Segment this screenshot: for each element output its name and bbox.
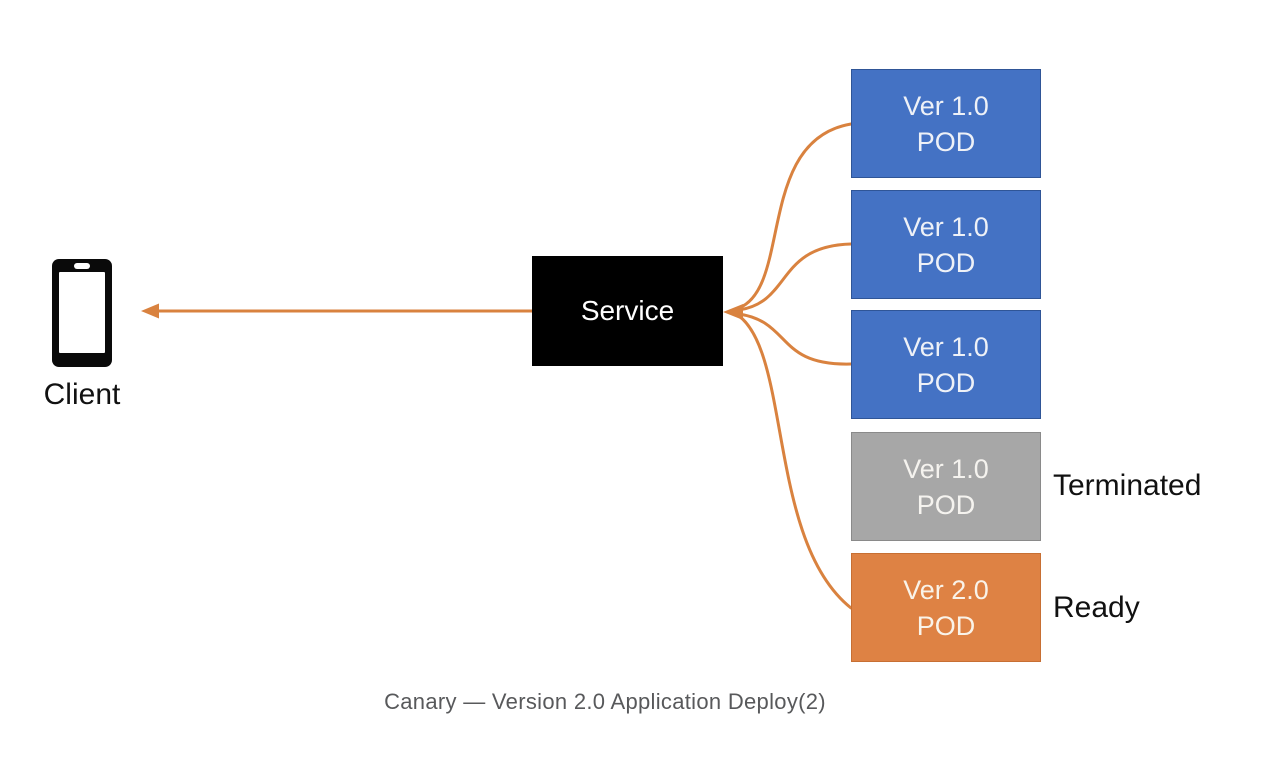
service-arrowhead-icon: [723, 304, 743, 320]
pod-version-label: Ver 2.0: [903, 574, 989, 605]
pod-ver1-node-terminated: Ver 1.0 POD: [851, 432, 1041, 541]
pod-version-label: Ver 1.0: [903, 453, 989, 484]
pod-type-label: POD: [916, 247, 976, 278]
pod-version-label: Ver 1.0: [903, 331, 989, 362]
pod-ver1-node-2: Ver 1.0 POD: [851, 190, 1041, 299]
service-node: Service: [532, 256, 723, 366]
client-label: Client: [43, 378, 121, 411]
pod-type-label: POD: [916, 489, 976, 520]
pod-type-label: POD: [916, 126, 976, 157]
pod3-to-service-connector: [737, 312, 853, 366]
pod-type-label: POD: [916, 610, 976, 641]
client-arrowhead-icon: [141, 303, 159, 319]
pod2-to-service-connector: [737, 242, 853, 312]
pod5-to-service-connector: [737, 314, 853, 610]
pod-ver1-node-1: Ver 1.0 POD: [851, 69, 1041, 178]
pod-version-label: Ver 1.0: [903, 211, 989, 242]
pod-type-label: POD: [916, 367, 976, 398]
pod1-to-service-connector: [737, 122, 853, 310]
phone-speaker-slot: [74, 263, 90, 269]
ready-status-label: Ready: [1053, 591, 1140, 624]
pod-version-label: Ver 1.0: [903, 90, 989, 121]
client-phone-icon: [52, 259, 112, 367]
diagram-caption: Canary — Version 2.0 Application Deploy(…: [384, 689, 826, 714]
pod-ver1-node-3: Ver 1.0 POD: [851, 310, 1041, 419]
pod-ver2-node-ready: Ver 2.0 POD: [851, 553, 1041, 662]
terminated-status-label: Terminated: [1053, 469, 1202, 502]
service-label: Service: [580, 295, 675, 326]
phone-screen: [59, 272, 105, 353]
